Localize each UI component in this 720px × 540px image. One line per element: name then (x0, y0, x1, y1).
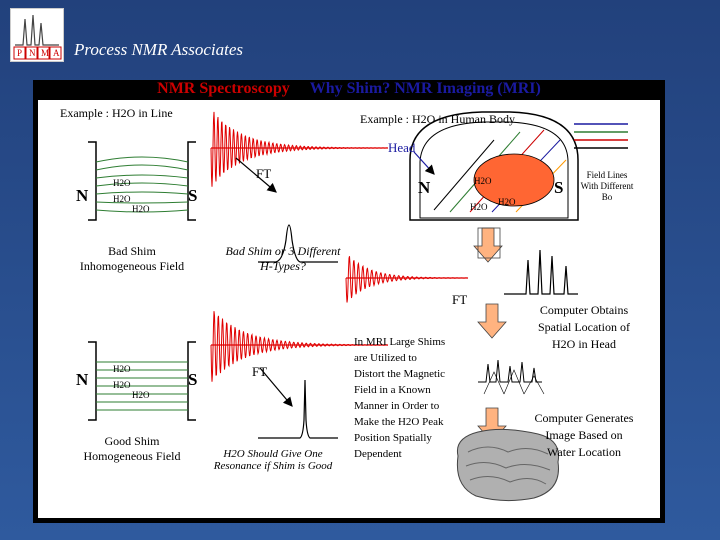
logo-letter-2: N (29, 48, 36, 58)
ft-arrow-bottom (259, 367, 293, 407)
logo-spectrum-graphic (13, 14, 62, 60)
bad-h2o-c: H2O (132, 204, 150, 214)
bad-shim-caption: Bad Shim or 3 Different H-Types? (208, 244, 358, 274)
mri-explanation: In MRI Large Shims are Utilized to Disto… (354, 334, 445, 462)
mri-text-3: Distort the Magnetic (354, 368, 446, 380)
bad-h2o-a: H2O (113, 178, 131, 188)
computer1-line1: Computer Obtains (539, 303, 629, 317)
field-lines-label: Field Lines With Different Bo (566, 170, 648, 203)
good-shim-line1: Good Shim (104, 434, 160, 448)
good-h2o-c: H2O (132, 390, 150, 400)
computer1-line3: H2O in Head (552, 337, 616, 351)
mri-spectrum (504, 249, 578, 295)
good-magnet-n: N (76, 370, 89, 389)
good-shim-line2: Homogeneous Field (83, 449, 181, 463)
logo-letter-1: P (17, 48, 23, 58)
example-h2o-line: Example : H2O in Line (60, 106, 173, 120)
good-shim-fid (210, 311, 389, 382)
spatial-spectra (478, 359, 545, 395)
mri-text-2: are Utilized to (354, 352, 417, 364)
ft-mri-label: FT (452, 292, 468, 307)
mri-text-8: Dependent (354, 448, 402, 460)
company-name: Process NMR Associates (74, 40, 244, 59)
logo-letter-4: A (53, 48, 60, 58)
computer2-line1: Computer Generates (534, 411, 634, 425)
mri-magnet-n: N (418, 178, 431, 197)
bad-shim-magnet (88, 141, 196, 221)
head-magnet (409, 111, 579, 221)
bad-shim-spectrum (258, 224, 338, 263)
title-nmr-spectroscopy: NMR Spectroscopy (157, 80, 290, 97)
mri-text-4: Field in a Known (354, 384, 431, 396)
mri-text-6: Make the H2O Peak (354, 416, 444, 428)
title-why-shim: Why Shim? NMR Imaging (MRI) (309, 80, 541, 97)
mri-h2o-a: H2O (474, 176, 492, 186)
field-lines-line2: With Different (580, 181, 634, 191)
good-caption-line2: Resonance if Shim is Good (213, 460, 333, 472)
slide-title: NMR Spectroscopy Why Shim? NMR Imaging (… (33, 80, 665, 100)
arrow-down-1 (473, 227, 503, 263)
bad-shim-caption-line1: Bad Shim or 3 Different (225, 244, 341, 258)
good-shim-label: Good Shim Homogeneous Field (62, 434, 202, 464)
head-pointer-arrow (413, 151, 435, 175)
bad-shim-caption-line2: H-Types? (260, 259, 306, 273)
logo-letter-3: M (41, 48, 50, 58)
bad-shim-fid (210, 111, 388, 187)
company-logo: P N M A (10, 8, 64, 62)
mri-text-7: Position Spatially (354, 432, 432, 444)
arrow-down-2 (477, 303, 507, 339)
field-lines-line3: Bo (601, 192, 613, 202)
diagram-graphics (88, 111, 628, 502)
good-shim-spectrum (258, 379, 338, 439)
bad-magnet-n: N (76, 186, 89, 205)
ft-bottom-label: FT (252, 364, 268, 379)
slide-panel: NMR Spectroscopy Why Shim? NMR Imaging (… (33, 80, 665, 523)
mri-h2o-c: H2O (498, 197, 516, 207)
computer1-line2: Spatial Location of (538, 320, 630, 334)
diagram-area: Example : H2O in Line Example : H2O in H… (38, 100, 660, 518)
mri-text-5: Manner in Order to (354, 400, 440, 412)
computer2-line3: Water Location (547, 445, 621, 459)
mri-text-1: In MRI Large Shims (354, 336, 446, 348)
computer2-line2: Image Based on (545, 428, 623, 442)
head-label: Head (388, 140, 416, 155)
example-h2o-body: Example : H2O in Human Body (360, 112, 515, 126)
mri-h2o-b: H2O (470, 202, 488, 212)
good-caption-line1: H2O Should Give One (223, 448, 323, 460)
good-h2o-b: H2O (113, 380, 131, 390)
brain-image (456, 428, 560, 502)
good-shim-caption: H2O Should Give One Resonance if Shim is… (198, 448, 348, 472)
mri-fid (345, 256, 469, 303)
bad-magnet-s: S (188, 186, 198, 205)
bad-shim-label: Bad Shim Inhomogeneous Field (62, 244, 202, 274)
mri-magnet-s: S (554, 178, 564, 197)
good-magnet-s: S (188, 370, 198, 389)
ft-arrow-top (235, 157, 277, 193)
ft-top-label: FT (256, 166, 272, 181)
computer-obtains: Computer Obtains Spatial Location of H2O… (514, 302, 654, 353)
field-lines-legend (574, 123, 628, 149)
good-shim-magnet (88, 341, 196, 421)
bad-shim-line1: Bad Shim (108, 244, 156, 258)
computer-generates: Computer Generates Image Based on Water … (514, 410, 654, 461)
bad-shim-line2: Inhomogeneous Field (79, 259, 185, 273)
field-lines-line1: Field Lines (586, 170, 628, 180)
bad-h2o-b: H2O (113, 194, 131, 204)
good-h2o-a: H2O (113, 364, 131, 374)
